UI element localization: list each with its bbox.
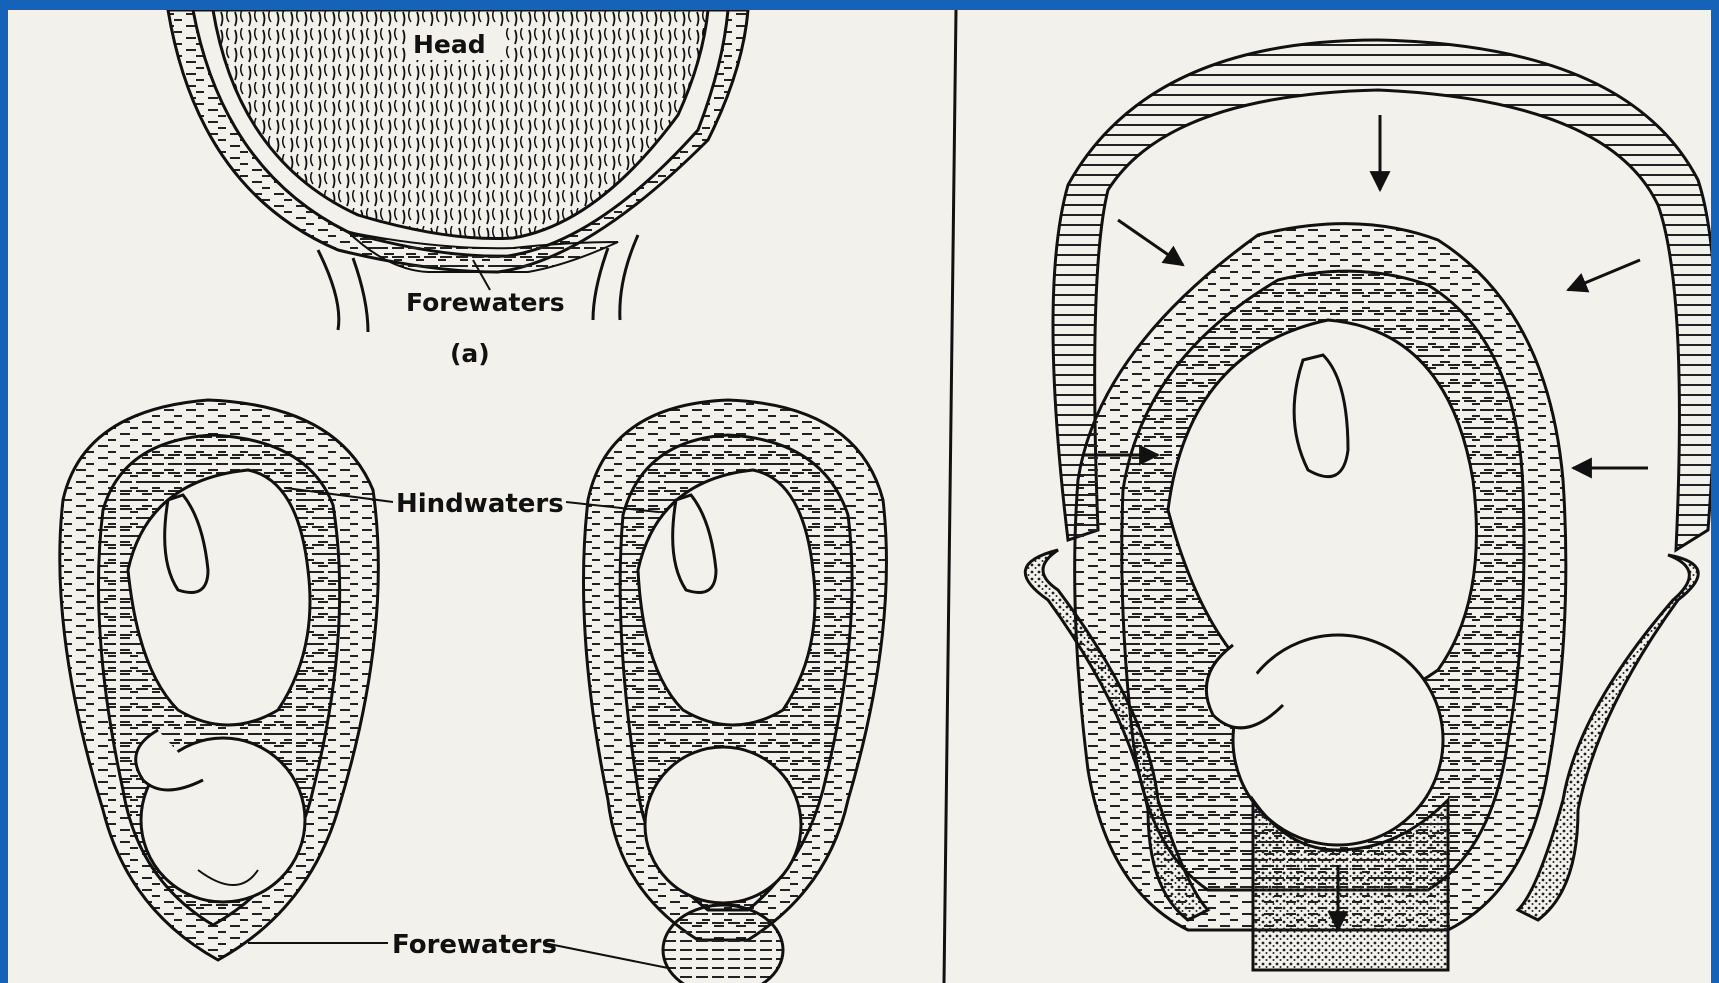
- head-label: Head: [413, 30, 486, 59]
- uterus-left-illustration: [60, 400, 379, 960]
- labour-membranes-diagram: Head Forewaters (a) Hindwaters Forewater…: [8, 10, 1711, 983]
- diagram-frame: Head Forewaters (a) Hindwaters Forewater…: [8, 10, 1711, 983]
- forewaters-leader-right: [544, 943, 668, 968]
- hindwaters-label: Hindwaters: [396, 489, 564, 519]
- forewaters-label-a: Forewaters: [406, 288, 565, 317]
- panel-divider: [944, 10, 956, 983]
- contracting-uterus-illustration: [1025, 40, 1711, 970]
- uterus-right-illustration: [584, 400, 887, 983]
- panel-a-caption: (a): [450, 339, 490, 368]
- forewaters-label-b: Forewaters: [392, 930, 557, 960]
